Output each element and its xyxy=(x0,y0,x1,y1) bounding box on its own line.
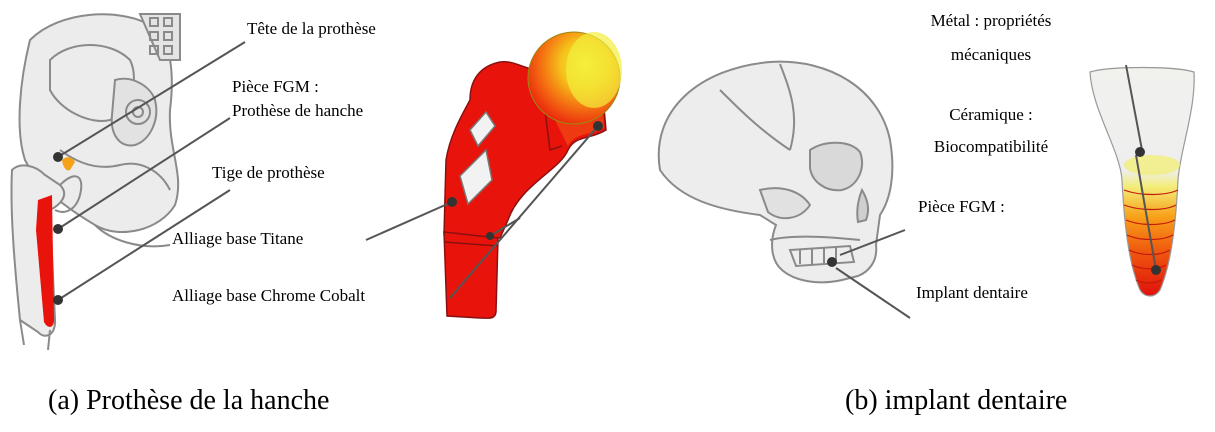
label-fgm-dental: Pièce FGM : xyxy=(918,196,1005,217)
label-titanium: Alliage base Titane xyxy=(172,228,303,249)
label-implant: Implant dentaire xyxy=(916,282,1028,303)
pelvis-femur-illustration xyxy=(11,14,180,350)
label-ceramic-line2: Biocompatibilité xyxy=(906,136,1076,157)
label-ceramic-line1: Céramique : xyxy=(906,104,1076,125)
label-metal-line2: mécaniques xyxy=(906,44,1076,65)
dental-implant-marker xyxy=(827,257,837,267)
label-metal-line1: Métal : propriétés xyxy=(906,10,1076,31)
label-cocr: Alliage base Chrome Cobalt xyxy=(172,285,365,306)
caption-hip: (a) Prothèse de la hanche xyxy=(48,385,329,417)
label-fgm-hip-line2: Prothèse de hanche xyxy=(232,100,363,121)
caption-dental: (b) implant dentaire xyxy=(845,385,1067,417)
label-head: Tête de la prothèse xyxy=(247,18,376,39)
fgm-dental-implant xyxy=(1090,68,1194,297)
label-stem: Tige de prothèse xyxy=(212,162,325,183)
label-fgm-hip-line1: Pièce FGM : xyxy=(232,76,319,97)
